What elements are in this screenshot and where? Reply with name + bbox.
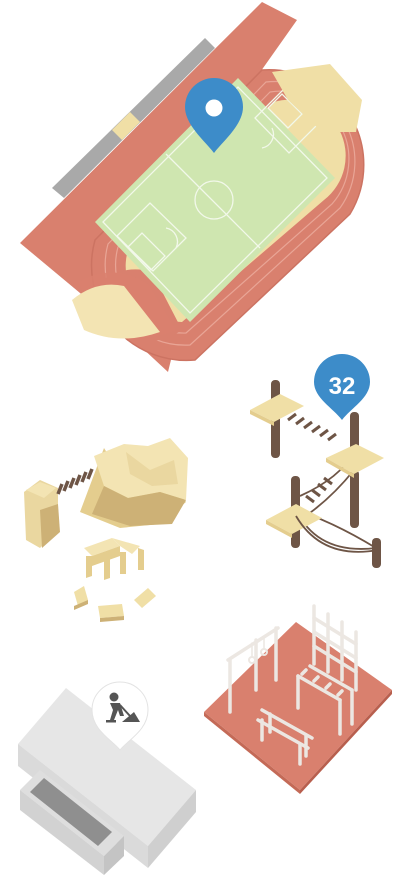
boulder-rope-bridge <box>56 468 94 495</box>
fitness-court-edge-right <box>300 690 392 794</box>
course-platform-3-side <box>266 520 292 538</box>
building-roof <box>18 688 196 846</box>
building-annex-side <box>104 836 124 875</box>
stadium-sand-south-light <box>72 284 160 339</box>
course-bridge-slats <box>287 412 337 504</box>
course-post-5 <box>372 538 381 568</box>
building-annex-front <box>20 790 104 875</box>
stadium-bleachers-accent <box>112 112 140 140</box>
big-boulder-facet <box>126 452 178 486</box>
small-boulder-shade <box>40 504 60 548</box>
course-swing-rope <box>295 515 379 553</box>
course-platform-1-side <box>250 410 274 426</box>
course-post-4 <box>350 470 359 528</box>
stadium-marker[interactable] <box>185 78 243 153</box>
building-under-construction[interactable] <box>18 688 196 875</box>
course-platform-3 <box>266 504 322 534</box>
course-platform-2-side <box>326 458 354 478</box>
ropes-course-marker[interactable]: 32 <box>314 354 370 420</box>
rock-climbing-area[interactable] <box>24 438 188 622</box>
course-platform-2 <box>326 444 384 474</box>
athletics-stadium[interactable] <box>20 2 365 372</box>
fitness-court-edge <box>204 712 300 794</box>
stadium-sand-north <box>272 64 362 132</box>
big-boulder-shade <box>92 486 186 526</box>
rope-adventure-course[interactable] <box>250 380 384 568</box>
bench-ring <box>74 538 156 622</box>
course-platform-1 <box>250 394 304 422</box>
outdoor-fitness-court[interactable] <box>204 604 392 794</box>
construction-worker-icon <box>106 692 140 723</box>
ropes-course-count: 32 <box>329 373 356 400</box>
count-pin-icon <box>314 354 370 420</box>
fitness-equipment <box>226 604 358 766</box>
location-pin-dot <box>205 99 223 117</box>
building-annex-pit <box>30 778 112 846</box>
small-boulder-top <box>26 482 56 498</box>
building-front-right <box>148 790 196 868</box>
construction-marker[interactable] <box>91 681 149 751</box>
